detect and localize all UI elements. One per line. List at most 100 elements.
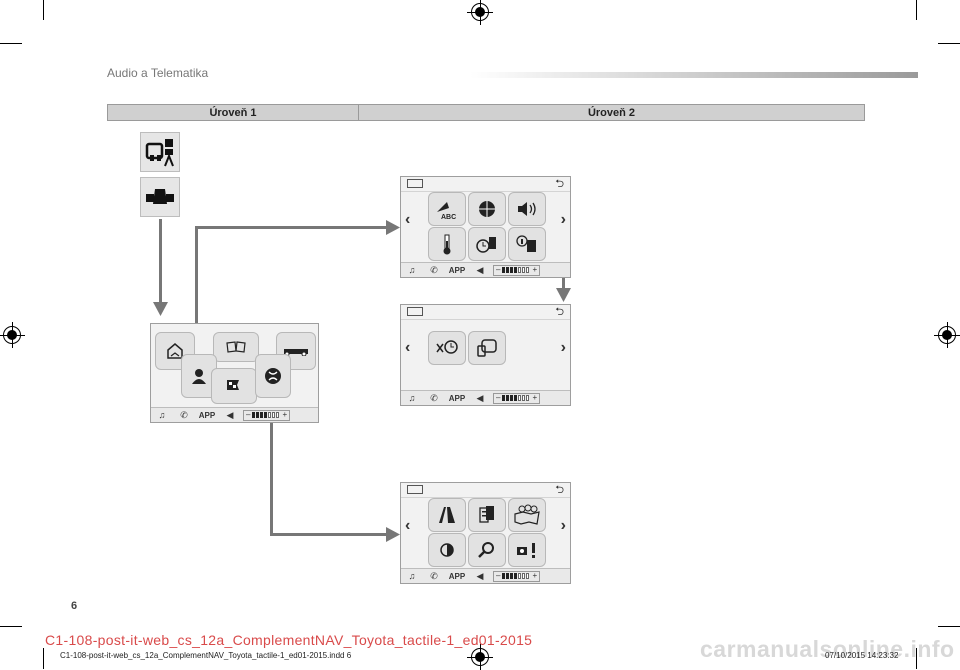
music-note-icon[interactable]: ♫ (408, 571, 416, 581)
temperature-button[interactable] (428, 227, 466, 261)
volume-control[interactable]: –+ (493, 264, 541, 276)
clock-icon (476, 237, 496, 253)
app-button[interactable]: APP (448, 571, 466, 581)
vehicle-seat-icon (146, 189, 174, 204)
volume-plus-button[interactable]: + (532, 265, 538, 274)
navigation-button[interactable] (255, 354, 291, 398)
speaker-icon[interactable]: ◀ (476, 264, 484, 275)
vehicle-settings-tile[interactable] (140, 132, 180, 172)
back-icon[interactable]: ⮌ (555, 306, 564, 318)
map-icon[interactable] (407, 307, 423, 316)
header-gradient-bar (470, 72, 918, 78)
phone-icon[interactable]: ✆ (430, 264, 438, 275)
phone-icon[interactable]: ✆ (430, 392, 438, 403)
home-icon (167, 343, 183, 359)
settings-screen: ⮌ ‹ › ABC ♫ ✆ APP ◀ –+ (400, 176, 571, 278)
level-table-header: Úroveň 1 Úroveň 2 (107, 104, 865, 121)
job-slug: C1-108-post-it-web_cs_12a_ComplementNAV_… (45, 632, 533, 648)
crop-mark (938, 626, 960, 627)
crop-mark (43, 0, 44, 20)
chevron-right-icon[interactable]: › (560, 517, 566, 534)
registration-mark-icon (0, 322, 25, 348)
flag-icon (227, 380, 239, 390)
svg-text:ABC: ABC (441, 214, 456, 220)
map-icon[interactable] (407, 485, 423, 494)
speaker-icon[interactable]: ◀ (226, 409, 234, 420)
section-title: Audio a Telematika (107, 66, 209, 80)
display-icon (477, 339, 497, 357)
volume-control[interactable]: –+ (243, 409, 291, 421)
file-timestamp: 07/10/2015 14:23:32 (825, 651, 899, 660)
page-number: 6 (71, 600, 78, 612)
map-icon[interactable] (407, 179, 423, 188)
warning-icon (517, 543, 535, 558)
volume-minus-button[interactable]: – (496, 393, 501, 402)
phone-icon[interactable]: ✆ (180, 409, 188, 420)
settings-screen-page-2: ⮌ ‹ › ♫ ✆ APP ◀ –+ (400, 304, 571, 406)
chevron-left-icon[interactable]: ‹ (405, 211, 411, 228)
book-button[interactable] (213, 332, 259, 362)
route-button[interactable] (428, 498, 466, 532)
connector-line (195, 226, 198, 364)
poi-button[interactable] (468, 498, 506, 532)
chevron-left-icon[interactable]: ‹ (405, 517, 411, 534)
search-icon (478, 542, 494, 558)
voice-abc-icon: ABC (437, 202, 456, 220)
volume-minus-button[interactable]: – (496, 571, 501, 580)
speaker-button[interactable] (508, 192, 546, 226)
clock-reset-button[interactable] (428, 331, 466, 365)
speaker-icon[interactable]: ◀ (476, 570, 484, 581)
volume-control[interactable]: –+ (493, 392, 541, 404)
arrow-right-icon (386, 527, 400, 542)
back-icon[interactable]: ⮌ (555, 178, 564, 190)
poi-icon (479, 506, 494, 523)
chevron-right-icon[interactable]: › (560, 339, 566, 356)
volume-plus-button[interactable]: + (532, 571, 538, 580)
screen-top-bar: ⮌ (401, 483, 570, 498)
crop-mark (916, 648, 917, 669)
screen-bottom-bar: ♫ ✆ APP ◀ –+ (401, 262, 570, 277)
voice-abc-button[interactable]: ABC (428, 192, 466, 226)
music-note-icon[interactable]: ♫ (408, 393, 416, 403)
flag-button[interactable] (211, 368, 257, 404)
volume-minus-button[interactable]: – (496, 265, 501, 274)
map-button[interactable] (508, 498, 546, 532)
screen-bottom-bar: ♫ ✆ APP ◀ –+ (401, 390, 570, 405)
screen-bottom-bar: ♫ ✆ APP ◀ –+ (401, 568, 570, 583)
globe-icon (479, 201, 495, 217)
vehicle-seat-tile[interactable] (140, 177, 180, 217)
warning-button[interactable] (508, 533, 546, 567)
volume-plus-button[interactable]: + (282, 410, 288, 419)
music-note-icon[interactable]: ♫ (408, 265, 416, 275)
level-2-heading: Úroveň 2 (587, 106, 636, 119)
chevron-right-icon[interactable]: › (560, 211, 566, 228)
crop-mark (43, 648, 44, 669)
screen-top-bar: ⮌ (401, 177, 570, 192)
clock-button[interactable] (468, 227, 506, 261)
info-button[interactable] (508, 227, 546, 261)
brightness-button[interactable] (428, 533, 466, 567)
speaker-icon[interactable]: ◀ (476, 392, 484, 403)
info-icon (516, 235, 536, 252)
clock-reset-icon (436, 340, 458, 354)
contact-icon (192, 369, 206, 384)
app-button[interactable]: APP (198, 410, 216, 420)
app-button[interactable]: APP (448, 265, 466, 275)
chevron-left-icon[interactable]: ‹ (405, 339, 411, 356)
app-button[interactable]: APP (448, 393, 466, 403)
volume-control[interactable]: –+ (493, 570, 541, 582)
globe-button[interactable] (468, 192, 506, 226)
watermark: carmanualsonline.info (700, 636, 955, 662)
music-note-icon[interactable]: ♫ (158, 410, 166, 420)
file-info: C1-108-post-it-web_cs_12a_ComplementNAV_… (60, 651, 352, 660)
crop-mark (0, 626, 22, 627)
book-icon (226, 341, 246, 353)
search-button[interactable] (468, 533, 506, 567)
volume-minus-button[interactable]: – (246, 410, 251, 419)
phone-icon[interactable]: ✆ (430, 570, 438, 581)
back-icon[interactable]: ⮌ (555, 484, 564, 496)
volume-plus-button[interactable]: + (532, 393, 538, 402)
display-button[interactable] (468, 331, 506, 365)
main-screen-bottom-bar: ♫ ✆ APP ◀ –+ (151, 407, 318, 422)
registration-mark-icon (467, 644, 493, 670)
